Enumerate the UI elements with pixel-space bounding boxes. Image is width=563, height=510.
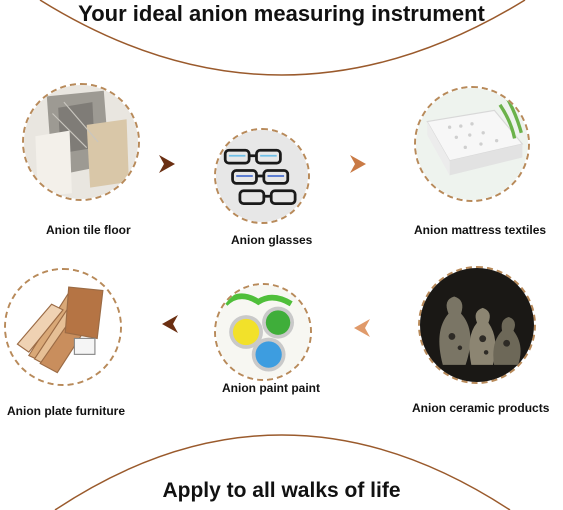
glasses-photo [214, 128, 310, 224]
plate-furniture-photo [4, 268, 122, 386]
chevron-right-icon [350, 155, 366, 173]
tile-floor-photo [22, 83, 140, 201]
chevron-right-icon [159, 155, 175, 173]
label-tile-floor: Anion tile floor [46, 223, 131, 237]
ceramic-photo [418, 266, 536, 384]
paint-cans-photo [214, 283, 312, 381]
page-title: Your ideal anion measuring instrument [78, 1, 485, 26]
label-ceramic: Anion ceramic products [412, 401, 550, 415]
chevron-left-icon [354, 319, 370, 337]
chevron-left-icon [162, 315, 178, 333]
footer-title: Apply to all walks of life [162, 479, 401, 502]
label-paint: Anion paint paint [222, 381, 320, 395]
label-plate-furniture: Anion plate furniture [7, 404, 125, 418]
label-mattress: Anion mattress textiles [414, 223, 547, 237]
label-glasses: Anion glasses [231, 233, 313, 247]
mattress-photo [414, 86, 530, 202]
